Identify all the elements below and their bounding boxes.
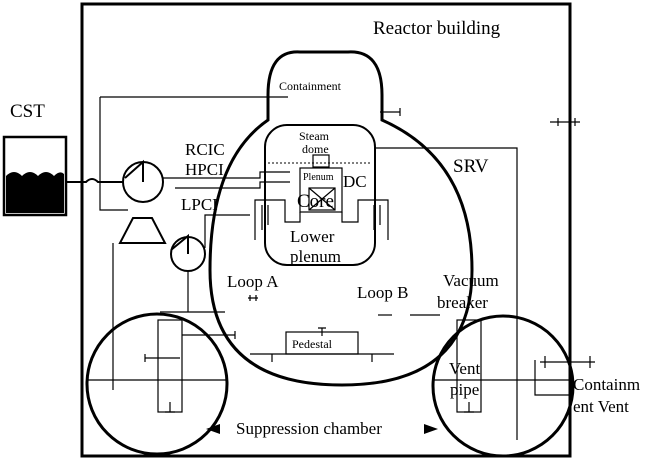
label-loop-a: Loop A	[227, 272, 279, 291]
recirc-loop-a	[254, 199, 301, 240]
label-vent-pipe-2: pipe	[450, 380, 479, 399]
label-loop-b: Loop B	[357, 283, 408, 302]
label-srv: SRV	[453, 156, 489, 177]
label-cst: CST	[10, 101, 45, 122]
label-dc: DC	[343, 172, 367, 191]
reactor-vessel	[264, 124, 376, 266]
label-containment-vent-2: ent Vent	[573, 397, 629, 416]
reactor-building-outline	[80, 2, 572, 458]
label-core: Core	[297, 191, 334, 212]
label-vent-pipe-1: Vent	[449, 359, 480, 378]
label-vacuum-breaker-2: breaker	[437, 293, 488, 312]
core-box	[308, 187, 336, 211]
containment-outline	[208, 50, 474, 387]
suppression-chamber-right	[431, 314, 575, 458]
arrow-right-icon	[424, 424, 438, 434]
label-pedestal: Pedestal	[292, 337, 333, 351]
cst-tank	[2, 135, 68, 217]
label-steam-dome-2: dome	[302, 142, 329, 156]
steam-dryer	[312, 154, 330, 168]
label-rcic: RCIC	[185, 140, 225, 159]
plenum-box	[299, 167, 343, 213]
label-steam-dome-1: Steam	[299, 129, 330, 143]
label-lower-plenum-2: plenum	[290, 247, 341, 266]
label-containment: Containment	[279, 79, 342, 93]
turbine-icon	[118, 217, 167, 244]
label-suppression-chamber: Suppression chamber	[236, 419, 382, 438]
label-containment-vent-1: Containm	[573, 375, 640, 394]
label-lpci: LPCI	[181, 195, 218, 214]
vent-pipe-left	[157, 319, 183, 413]
label-hpci: HPCI	[185, 160, 224, 179]
label-vacuum-breaker-1: Vacuum	[443, 271, 499, 290]
recirc-loop-b	[341, 199, 389, 240]
arrow-left-icon	[206, 424, 220, 434]
label-plenum: Plenum	[303, 172, 334, 183]
label-lower-plenum-1: Lower	[290, 227, 335, 246]
label-reactor-building: Reactor building	[373, 18, 501, 39]
suppression-chamber-left	[85, 312, 229, 456]
